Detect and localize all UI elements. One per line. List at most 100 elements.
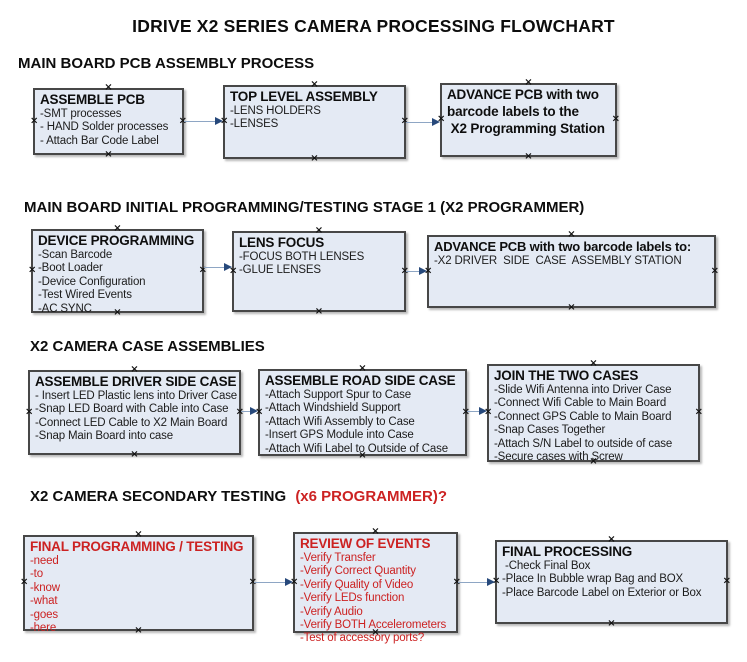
connection-point-icon: × [710, 265, 719, 277]
box-item: - HAND Solder processes [40, 121, 169, 134]
section-heading-initial-programming: MAIN BOARD INITIAL PROGRAMMING/TESTING S… [24, 199, 585, 216]
box-item: -Test of accessory ports? [300, 632, 425, 645]
connection-point-icon: × [28, 264, 37, 276]
box-title: FINAL PROCESSING [502, 544, 633, 559]
connection-point-icon: × [524, 151, 533, 162]
section-heading-secondary-testing-red: (x6 PROGRAMMER)? [295, 488, 447, 505]
box-title: ASSEMBLE DRIVER SIDE CASE [35, 374, 237, 389]
box-item: -LENS HOLDERS [230, 105, 321, 117]
box-item: -Verify Quality of Video [300, 578, 414, 591]
flow-box-advance-pcb-programming-station: ADVANCE PCB with two barcode labels to t… [437, 78, 620, 162]
connection-point-icon: × [134, 529, 143, 540]
box-item: -Attach S/N Label to outside of case [494, 437, 673, 450]
connection-point-icon: × [310, 153, 319, 164]
connection-point-icon: × [113, 223, 122, 234]
box-item: -what [30, 595, 58, 608]
flow-box-review-of-events: REVIEW OF EVENTS -Verify Transfer -Verif… [290, 527, 461, 645]
box-title: DEVICE PROGRAMMING [38, 233, 195, 248]
box-item: -Check Final Box [502, 560, 591, 572]
box-item: -SMT processes [40, 108, 122, 120]
box-item: - Insert LED Plastic lens into Driver Ca… [35, 390, 238, 402]
box-item: -Connect GPS Cable to Main Board [494, 410, 672, 423]
flow-arrow-assemble-to-toplevel [184, 116, 223, 125]
box-item: barcode labels to the [447, 104, 579, 119]
connection-point-icon: × [30, 115, 39, 127]
connection-point-icon: × [611, 113, 620, 125]
connection-point-icon: × [567, 229, 576, 240]
box-item: -Verify LEDs function [300, 592, 405, 605]
connection-point-icon: × [371, 526, 380, 537]
box-title: ASSEMBLE PCB [40, 92, 145, 107]
box-item: -LENSES [230, 118, 279, 131]
connection-point-icon: × [314, 306, 324, 317]
connection-point-icon: × [524, 77, 533, 88]
flow-arrow-driver-to-road [241, 406, 258, 415]
box-item: -AC SYNC [38, 302, 92, 315]
flow-arrow-review-to-finalproc [458, 577, 495, 586]
box-item: -Insert GPS Module into Case [265, 429, 414, 442]
box-item: -Attach Support Spur to Case [265, 389, 412, 401]
connection-point-icon: × [314, 225, 324, 236]
box-item: -Attach Wifi Assembly to Case [265, 415, 415, 428]
flow-arrow-toplevel-to-advance [406, 117, 440, 126]
flow-box-top-level-assembly: TOP LEVEL ASSEMBLY -LENS HOLDERS -LENSES… [220, 80, 409, 164]
box-title: LENS FOCUS [239, 235, 325, 250]
connection-point-icon: × [358, 363, 367, 374]
connection-point-icon: × [20, 576, 29, 588]
flow-box-advance-pcb-driver-side: ADVANCE PCB with two barcode labels to: … [424, 230, 719, 313]
connection-point-icon: × [722, 575, 731, 587]
box-title: ADVANCE PCB with two barcode labels to: [434, 239, 692, 254]
flow-arrow-lensfocus-to-advance [406, 266, 427, 275]
flow-box-assemble-road-side-case: ASSEMBLE ROAD SIDE CASE -Attach Support … [255, 364, 470, 461]
connection-point-icon: × [310, 79, 319, 90]
flow-arrow-device-to-lensfocus [204, 262, 232, 271]
box-item: -Verify Correct Quantity [300, 565, 416, 578]
flow-box-assemble-pcb: ASSEMBLE PCB -SMT processes - HAND Solde… [30, 83, 187, 160]
box-item: -Verify Transfer [300, 552, 376, 564]
box-title: FINAL PROGRAMMING / TESTING [30, 539, 244, 554]
box-item: -Snap Cases Together [494, 424, 606, 437]
box-item: -X2 DRIVER SIDE CASE ASSEMBLY STATION [434, 255, 682, 267]
box-title: REVIEW OF EVENTS [300, 536, 431, 551]
connection-point-icon: × [567, 302, 576, 313]
box-item: -Connect Wifi Cable to Main Board [494, 397, 667, 410]
connection-point-icon: × [104, 149, 113, 160]
box-item: -need [30, 555, 59, 567]
connection-point-icon: × [607, 534, 616, 545]
page-title: IDRIVE X2 SERIES CAMERA PROCESSING FLOWC… [132, 16, 615, 36]
box-item: -Device Configuration [38, 275, 146, 288]
box-item: -Test Wired Events [38, 289, 132, 302]
section-heading-pcb-assembly: MAIN BOARD PCB ASSEMBLY PROCESS [18, 55, 315, 72]
connection-point-icon: × [104, 82, 113, 93]
connection-point-icon: × [235, 406, 244, 418]
flow-box-device-programming: DEVICE PROGRAMMING -Scan Barcode -Boot L… [28, 224, 207, 318]
section-heading-case-assemblies: X2 CAMERA CASE ASSEMBLIES [30, 338, 265, 355]
box-item: -Connect LED Cable to X2 Main Board [35, 416, 228, 429]
connection-point-icon: × [130, 449, 139, 460]
section-heading-secondary-testing-black: X2 CAMERA SECONDARY TESTING [30, 488, 291, 505]
connection-point-icon: × [130, 364, 139, 375]
box-item: -know [30, 581, 60, 594]
box-title: TOP LEVEL ASSEMBLY [230, 89, 378, 104]
box-item: -Snap LED Board with Cable into Case [35, 403, 229, 416]
box-title: JOIN THE TWO CASES [494, 368, 639, 383]
flow-box-final-programming-testing: FINAL PROGRAMMING / TESTING -need -to -k… [20, 530, 257, 636]
box-item: -Attach Wifi Label to Outside of Case [265, 442, 449, 455]
box-item: -goes [30, 608, 59, 621]
box-item: -GLUE LENSES [239, 264, 321, 277]
connection-point-icon: × [694, 406, 703, 418]
box-title: ASSEMBLE ROAD SIDE CASE [265, 373, 456, 388]
connection-point-icon: × [589, 358, 598, 369]
flow-box-lens-focus: LENS FOCUS -FOCUS BOTH LENSES -GLUE LENS… [229, 226, 409, 317]
box-item: -Place Barcode Label on Exterior or Box [502, 586, 702, 599]
flow-arrow-road-to-join [467, 406, 487, 415]
connection-point-icon: × [607, 618, 616, 629]
box-item: -Boot Loader [38, 262, 103, 275]
box-item: -Scan Barcode [38, 249, 113, 261]
section-heading-secondary-testing: X2 CAMERA SECONDARY TESTING (x6 PROGRAMM… [30, 488, 447, 505]
box-title: ADVANCE PCB with two [447, 87, 599, 102]
box-item: -Verify Audio [300, 605, 363, 618]
box-item: -here [30, 622, 57, 635]
flow-box-assemble-driver-side-case: ASSEMBLE DRIVER SIDE CASE - Insert LED P… [25, 365, 244, 460]
